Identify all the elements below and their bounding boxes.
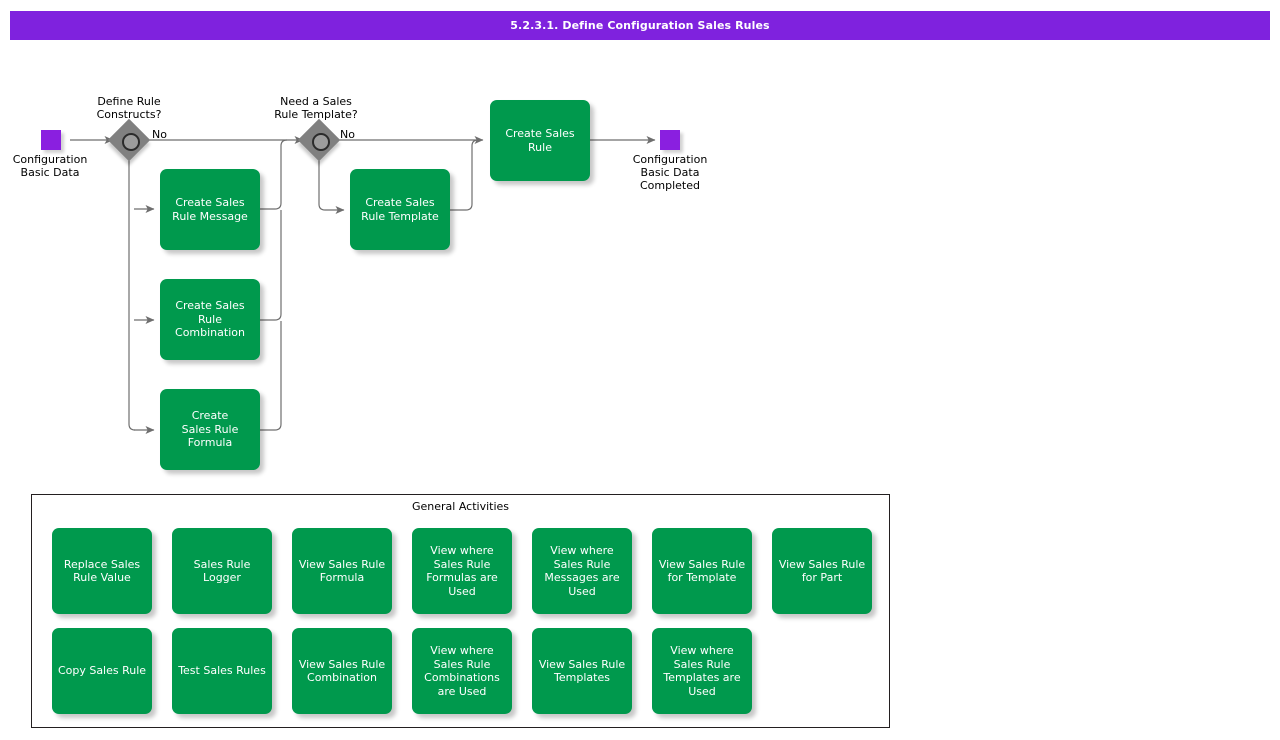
general-activities-row-1: Replace Sales Rule Value Sales Rule Logg… (52, 528, 872, 614)
ga-view-sales-rule-for-part[interactable]: View Sales Rule for Part (772, 528, 872, 614)
gateway-define-rule-constructs-no-label: No (152, 128, 167, 141)
gateway-need-sales-rule-template-label: Need a Sales Rule Template? (274, 95, 358, 121)
general-activities-title: General Activities (411, 500, 510, 513)
connector-gateway1-spine (128, 156, 136, 431)
task-create-sales-rule-message[interactable]: Create Sales Rule Message (160, 169, 260, 250)
connector-template-merge (450, 139, 479, 211)
ga-view-where-sales-rule-combinations-used[interactable]: View where Sales Rule Combinations are U… (412, 628, 512, 714)
ga-view-sales-rule-templates[interactable]: View Sales Rule Templates (532, 628, 632, 714)
gateway-inclusive-circle-icon (122, 133, 140, 151)
ga-sales-rule-logger[interactable]: Sales Rule Logger (172, 528, 272, 614)
end-event-label: Configuration Basic Data Completed (632, 153, 708, 192)
ga-view-sales-rule-formula[interactable]: View Sales Rule Formula (292, 528, 392, 614)
connector-gateway2-to-template (318, 156, 345, 214)
start-event-label: Configuration Basic Data (12, 153, 88, 179)
ga-replace-sales-rule-value[interactable]: Replace Sales Rule Value (52, 528, 152, 614)
page-title: 5.2.3.1. Define Configuration Sales Rule… (510, 19, 770, 32)
gateway-inclusive-circle-icon (312, 133, 330, 151)
gateway-need-sales-rule-template[interactable] (297, 118, 341, 162)
ga-view-sales-rule-combination[interactable]: View Sales Rule Combination (292, 628, 392, 714)
gateway-define-rule-constructs-label: Define Rule Constructs? (96, 95, 162, 121)
ga-view-where-sales-rule-messages-used[interactable]: View where Sales Rule Messages are Used (532, 528, 632, 614)
ga-view-where-sales-rule-formulas-used[interactable]: View where Sales Rule Formulas are Used (412, 528, 512, 614)
end-event[interactable] (660, 130, 680, 150)
gateway-define-rule-constructs[interactable] (107, 118, 151, 162)
page-title-banner: 5.2.3.1. Define Configuration Sales Rule… (10, 11, 1270, 40)
ga-test-sales-rules[interactable]: Test Sales Rules (172, 628, 272, 714)
connector-combination-merge (260, 210, 282, 321)
gateway-need-sales-rule-template-no-label: No (340, 128, 355, 141)
task-create-sales-rule-template[interactable]: Create Sales Rule Template (350, 169, 450, 250)
start-event[interactable] (41, 130, 61, 150)
task-create-sales-rule[interactable]: Create Sales Rule (490, 100, 590, 181)
connector-formula-merge (260, 321, 282, 431)
general-activities-pool: General Activities Replace Sales Rule Va… (31, 494, 890, 728)
ga-view-sales-rule-for-template[interactable]: View Sales Rule for Template (652, 528, 752, 614)
connector-message-merge (260, 139, 288, 210)
ga-copy-sales-rule[interactable]: Copy Sales Rule (52, 628, 152, 714)
task-create-sales-rule-combination[interactable]: Create Sales Rule Combination (160, 279, 260, 360)
task-create-sales-rule-formula[interactable]: Create Sales Rule Formula (160, 389, 260, 470)
ga-view-where-sales-rule-templates-used[interactable]: View where Sales Rule Templates are Used (652, 628, 752, 714)
general-activities-row-2: Copy Sales Rule Test Sales Rules View Sa… (52, 628, 752, 714)
